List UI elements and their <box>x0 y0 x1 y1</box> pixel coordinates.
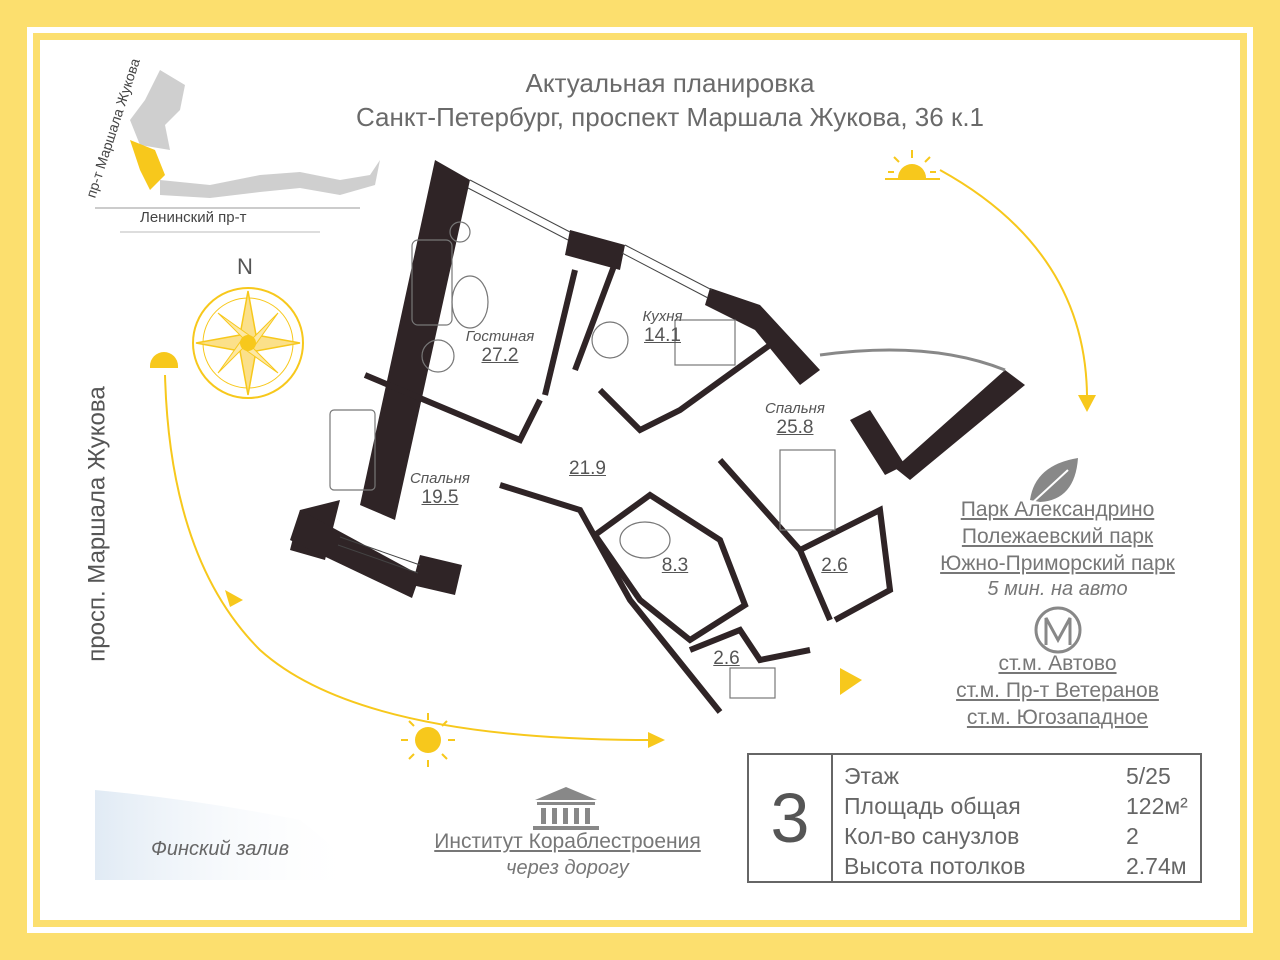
side-street-label: просп. Маршала Жукова <box>83 386 111 662</box>
furniture <box>329 221 836 699</box>
sun-icon <box>150 150 940 767</box>
mini-map <box>95 70 380 233</box>
bay-water <box>95 790 360 880</box>
metro-station[interactable]: ст.м. Пр-т Ветеранов <box>956 679 1159 702</box>
park-item[interactable]: Южно-Приморский парк <box>940 552 1175 575</box>
park-note: 5 мин. на авто <box>987 578 1128 600</box>
walls <box>290 160 1025 598</box>
poster-frame <box>33 33 1247 927</box>
sun-arrows <box>225 395 1096 748</box>
metro-icon <box>1034 606 1082 654</box>
leaf-icon <box>1029 458 1078 506</box>
windows <box>337 179 1006 574</box>
park-item[interactable]: Парк Александрино <box>960 498 1155 521</box>
page-title: Актуальная планировка <box>525 68 815 98</box>
room-hall: 21.9 <box>569 458 606 479</box>
room-bathroom: 8.3 <box>661 555 689 576</box>
compass-rose <box>192 287 304 399</box>
map-street-bottom: Ленинский пр-т <box>140 209 247 226</box>
sun-path <box>164 169 1088 741</box>
park-item[interactable]: Полежаевский парк <box>961 525 1154 548</box>
room-wc: 2.6 <box>821 555 848 576</box>
page-subtitle: Санкт-Петербург, проспект Маршала Жукова… <box>355 102 985 132</box>
compass-north-label: N <box>237 254 253 279</box>
inner-walls <box>363 248 894 714</box>
metro-station[interactable]: ст.м. Автово <box>998 652 1117 675</box>
room-storage: 2.6 <box>713 648 740 669</box>
institute-note: через дорогу <box>506 857 629 879</box>
bay-label: Финский залив <box>150 838 290 860</box>
institute-icon <box>533 787 599 830</box>
metro-station[interactable]: ст.м. Югозападное <box>966 706 1149 729</box>
institute-link[interactable]: Институт Кораблестроения <box>434 830 701 853</box>
rooms-count: 3 <box>749 755 833 881</box>
